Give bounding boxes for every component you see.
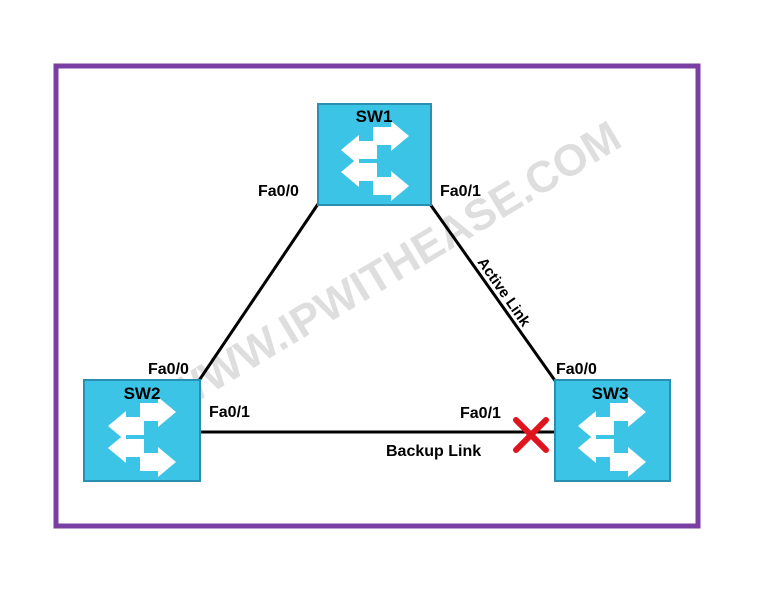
diagram-frame (53, 63, 701, 529)
switch-label: SW3 (592, 384, 629, 403)
switch-sw2[interactable]: SW2 (83, 379, 201, 482)
switch-sw3[interactable]: SW3 (554, 379, 671, 482)
port-label-sw2-fa0-0: Fa0/0 (148, 361, 189, 378)
port-label-sw3-fa0-1: Fa0/1 (460, 405, 501, 422)
link-sw1-sw3-active (428, 203, 558, 383)
port-label-sw2-fa0-1: Fa0/1 (209, 404, 250, 421)
red-x-icon (513, 417, 549, 453)
switch-label: SW1 (356, 107, 393, 126)
active-link-label: Active Link (474, 255, 534, 331)
switch-sw1[interactable]: SW1 (317, 103, 432, 206)
switch-label: SW2 (124, 384, 161, 403)
link-sw1-sw2 (196, 203, 320, 383)
port-label-sw1-fa0-0: Fa0/0 (258, 183, 299, 200)
port-label-sw3-fa0-0: Fa0/0 (556, 361, 597, 378)
port-label-sw1-fa0-1: Fa0/1 (440, 183, 481, 200)
backup-link-label: Backup Link (386, 443, 481, 460)
